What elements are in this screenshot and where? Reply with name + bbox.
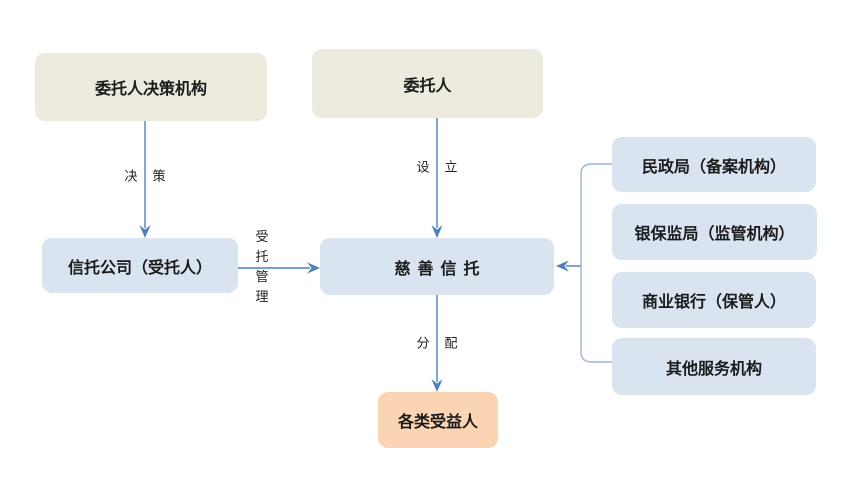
node-label: 民政局（备案机构） xyxy=(641,158,786,176)
arrow-establish xyxy=(431,118,443,238)
node-settlor: 委托人 xyxy=(312,49,543,118)
node-label: 慈善信托 xyxy=(394,260,487,278)
node-other-services: 其他服务机构 xyxy=(612,338,816,395)
node-civil-affairs-bureau: 民政局（备案机构） xyxy=(612,137,816,192)
node-charitable-trust: 慈善信托 xyxy=(320,238,554,295)
edge-label-establish: 设立 xyxy=(416,159,473,175)
arrow-entrusted-management xyxy=(238,262,320,274)
service-institutions-bracket xyxy=(580,163,612,363)
node-label: 其他服务机构 xyxy=(665,360,762,378)
edge-label-distribute: 分配 xyxy=(416,335,473,351)
node-trust-company: 信托公司（受托人） xyxy=(42,238,238,293)
arrow-decide xyxy=(139,121,151,238)
node-label: 银保监局（监管机构） xyxy=(634,226,795,243)
node-settlor-decision-body: 委托人决策机构 xyxy=(35,53,267,121)
edge-label-entrusted-management: 受托管理 xyxy=(255,229,269,304)
node-beneficiaries: 各类受益人 xyxy=(378,392,498,448)
node-label: 商业银行（保管人） xyxy=(641,294,786,311)
edge-label-decide: 决策 xyxy=(124,168,181,184)
node-banking-regulator: 银保监局（监管机构） xyxy=(612,204,817,260)
node-label: 委托人 xyxy=(403,77,452,95)
arrow-distribute xyxy=(431,295,443,392)
arrow-services-to-trust xyxy=(556,260,581,272)
node-label: 信托公司（受托人） xyxy=(67,259,212,277)
node-label: 委托人决策机构 xyxy=(94,81,207,98)
node-commercial-bank: 商业银行（保管人） xyxy=(612,272,816,328)
node-label: 各类受益人 xyxy=(397,414,478,431)
